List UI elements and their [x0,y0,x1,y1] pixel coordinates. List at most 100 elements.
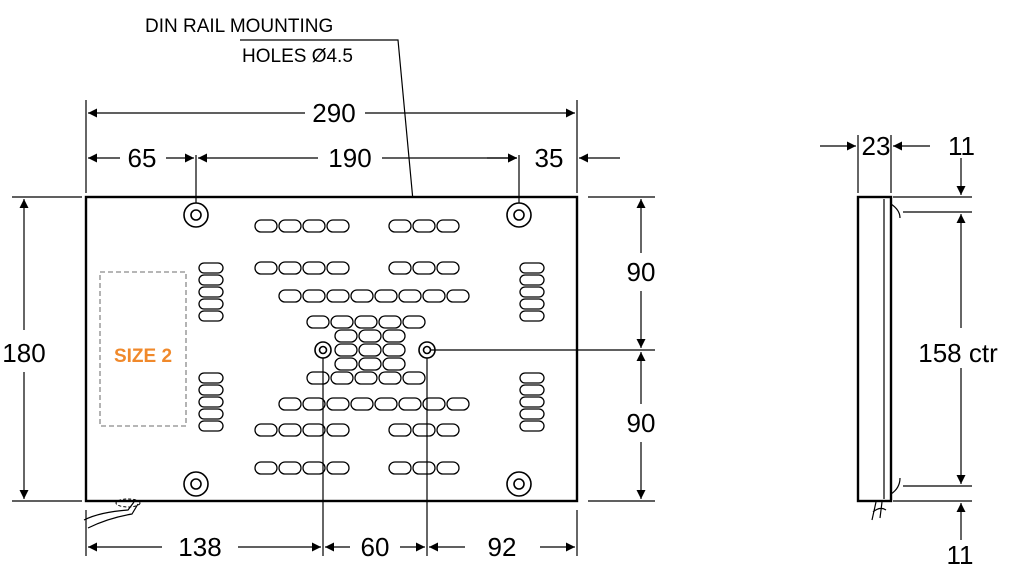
vent-slot [519,396,545,408]
vent-slot [519,286,545,298]
vent-slot [374,397,398,411]
vent-slot [446,289,470,303]
mounting-hole-bottom-right [506,471,532,497]
vent-slot [446,397,470,411]
vent-slot [254,261,278,275]
vent-slot [436,461,460,475]
side-dimensions: 23 11 158 ctr 11 [820,131,998,570]
dim-bottom-left: 138 [178,532,221,562]
vent-slot [354,315,378,329]
dim-bottom-right: 92 [488,532,517,562]
vent-slot [330,315,354,329]
side-top-lug [890,203,901,219]
vent-slot [302,423,326,437]
vent-slot [326,289,350,303]
vent-slot [198,408,224,420]
vent-slot [302,261,326,275]
vent-slot [278,423,302,437]
vent-slot [519,262,545,274]
vent-slot [358,329,382,343]
dim-height: 180 [2,338,45,368]
vent-slot [334,357,358,371]
vent-slot [519,408,545,420]
vent-slot [306,315,330,329]
vent-slot [519,420,545,432]
vent-slot [254,423,278,437]
vent-slot [198,420,224,432]
vent-slot [382,357,406,371]
vent-slot [354,371,378,385]
front-dimensions: 290 65 190 35 180 90 90 138 [2,98,655,562]
vent-slot [306,371,330,385]
vent-slot [382,329,406,343]
dim-top-offset: 11 [948,131,975,161]
vent-slot [412,219,436,233]
vent-slot [326,423,350,437]
vent-slot [436,261,460,275]
vent-slot [358,357,382,371]
vent-slot [412,461,436,475]
vent-slot [388,261,412,275]
vent-slot [412,423,436,437]
dim-centers: 158 ctr [918,338,998,368]
vent-slot [198,396,224,408]
vent-slot [436,219,460,233]
size-region-box [99,271,187,427]
vent-slot [198,298,224,310]
vent-slot [302,397,326,411]
size-label: SIZE 2 [114,346,172,367]
vent-slot [326,261,350,275]
vent-slot [374,289,398,303]
dim-depth: 23 [862,131,891,161]
vent-slot [330,371,354,385]
vent-slot [302,289,326,303]
vent-slot [198,372,224,384]
vent-slot [278,261,302,275]
vent-slot [278,461,302,475]
side-view [856,195,901,521]
vent-slot [519,384,545,396]
note-line-2: HOLES Ø4.5 [242,46,353,67]
vent-slot [378,371,402,385]
side-body [856,195,893,503]
dim-left-offset: 65 [128,143,157,173]
dim-overall-width: 290 [312,98,355,128]
ventilation-slots [198,219,545,475]
vent-slot [378,315,402,329]
vent-slot [436,423,460,437]
cable-entry [115,498,141,508]
vent-slot [519,274,545,286]
vent-slot [254,219,278,233]
vent-slot [402,371,426,385]
vent-slot [422,289,446,303]
vent-slot [398,397,422,411]
dim-hole-spacing: 190 [328,143,371,173]
vent-slot [326,397,350,411]
cable-stub [83,501,139,529]
vent-slot [412,261,436,275]
vent-slot [334,329,358,343]
side-cable-stub [871,501,887,521]
vent-slot [302,461,326,475]
mounting-hole-bottom-left [183,471,209,497]
vent-slot [302,219,326,233]
vent-slot [388,461,412,475]
vent-slot [519,298,545,310]
dim-upper-half: 90 [627,257,656,287]
vent-slot [254,461,278,475]
vent-slot [519,372,545,384]
vent-slot [326,461,350,475]
vent-slot [350,397,374,411]
dim-bottom-mid: 60 [361,532,390,562]
vent-slot [198,274,224,286]
side-bottom-lug [890,477,901,495]
vent-slot [198,384,224,396]
vent-slot [519,310,545,322]
vent-slot [278,397,302,411]
vent-slot [358,343,382,357]
note-line-1: DIN RAIL MOUNTING [145,16,333,37]
vent-slot [388,423,412,437]
vent-slot [350,289,374,303]
vent-slot [326,219,350,233]
